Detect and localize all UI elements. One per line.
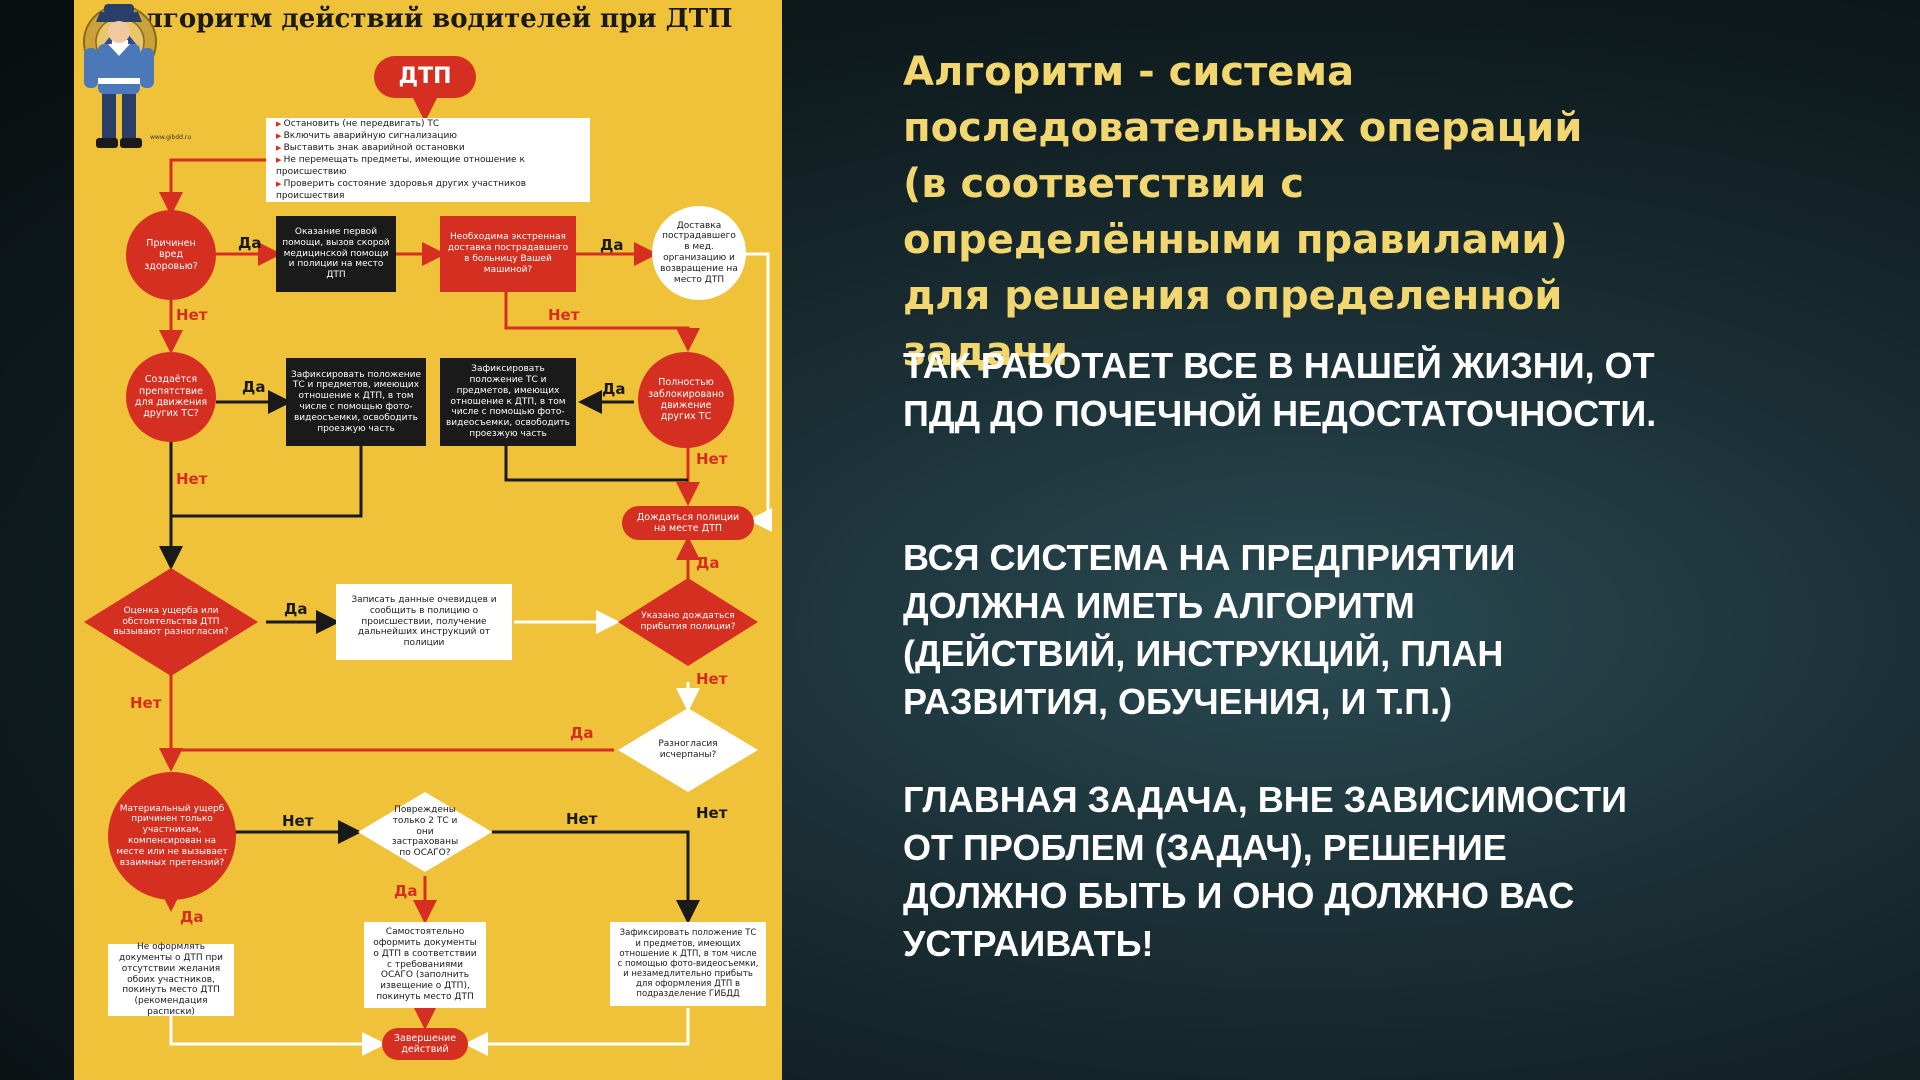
first-step-item: Остановить (не передвигать) ТС xyxy=(276,118,580,130)
yes-label: Да xyxy=(180,908,204,926)
first-step-item: Выставить знак аварийной остановки xyxy=(276,142,580,154)
question-obstacle: Создаётся препятствие для движения други… xyxy=(126,352,216,442)
flowchart-connectors xyxy=(84,98,772,1056)
yes-label: Да xyxy=(242,378,266,396)
emblem-site-label: www.gibdd.ru xyxy=(150,134,192,141)
first-step-item: Проверить состояние здоровья других учас… xyxy=(276,178,580,202)
yes-label: Да xyxy=(238,234,262,252)
urgent-delivery-box: Необходима экстренная доставка пострадав… xyxy=(440,216,576,292)
wait-police-node: Дождаться полиции на месте ДТП xyxy=(622,506,754,540)
yes-label: Да xyxy=(394,882,418,900)
yes-label: Да xyxy=(284,600,308,618)
yes-label: Да xyxy=(570,724,594,742)
slide-text: Алгоритм - система последовательных опер… xyxy=(903,44,1903,964)
question-health: Причинен вред здоровью? xyxy=(126,210,216,300)
delivery-node: Доставка пострадавшего в мед. организаци… xyxy=(652,206,746,300)
first-step-item: Включить аварийную сигнализацию xyxy=(276,130,580,142)
diamond-two-cars xyxy=(358,792,492,872)
statement-life: ТАК РАБОТАЕТ ВСЕ В НАШЕЙ ЖИЗНИ, ОТ ПДД Д… xyxy=(903,345,1657,434)
statement-enterprise: ВСЯ СИСТЕМА НА ПРЕДПРИЯТИИ ДОЛЖНА ИМЕТЬ … xyxy=(903,537,1516,722)
yes-label: Да xyxy=(600,236,624,254)
diamond-instructed xyxy=(618,578,758,666)
no-label: Нет xyxy=(176,306,208,324)
statement-main-task: ГЛАВНАЯ ЗАДАЧА, ВНЕ ЗАВИСИМОСТИ ОТ ПРОБЛ… xyxy=(903,779,1627,964)
first-step-item: Не перемещать предметы, имеющие отношени… xyxy=(276,154,580,178)
question-resolved: Разногласия исчерпаны? xyxy=(658,739,718,760)
question-blocked: Полностью заблокировано движение других … xyxy=(638,352,734,448)
traffic-officer-icon xyxy=(84,4,154,148)
algorithm-poster: Алгоритм действий водителей при ДТП www.… xyxy=(74,0,782,1080)
fix-position-middle-box: Зафиксировать положение ТС и предметов, … xyxy=(440,358,576,446)
fix-gibdd-box: Зафиксировать положение ТС и предметов, … xyxy=(610,922,766,1006)
yes-label: Да xyxy=(602,380,626,398)
algorithm-definition: Алгоритм - система последовательных опер… xyxy=(903,49,1583,375)
yes-label: Да xyxy=(696,554,720,572)
first-steps-box: Остановить (не передвигать) ТС Включить … xyxy=(266,118,590,202)
finish-node: Завершение действий xyxy=(382,1028,468,1060)
no-label: Нет xyxy=(566,810,598,828)
self-documents-box: Самостоятельно оформить документы о ДТП … xyxy=(364,922,486,1008)
no-label: Нет xyxy=(548,306,580,324)
diamond-disagree xyxy=(84,568,258,676)
start-node: ДТП xyxy=(374,56,476,98)
diamond-resolved xyxy=(618,708,758,792)
no-documents-box: Не оформлять документы о ДТП при отсутст… xyxy=(108,942,234,1017)
no-label: Нет xyxy=(176,470,208,488)
question-disagreement: Оценка ущерба или обстоятельства ДТП выз… xyxy=(113,605,229,638)
first-aid-box: Оказание первой помощи, вызов скорой мед… xyxy=(276,216,396,292)
no-label: Нет xyxy=(696,804,728,822)
no-label: Нет xyxy=(696,670,728,688)
question-instructed: Указано дождаться прибытия полиции? xyxy=(640,611,736,632)
record-witness-box: Записать данные очевидцев и сообщить в п… xyxy=(336,584,512,660)
question-material-damage: Материальный ущерб причинен только участ… xyxy=(108,772,236,900)
no-label: Нет xyxy=(130,694,162,712)
question-two-cars: Повреждены только 2 ТС и они застрахован… xyxy=(391,805,459,859)
poster-title: Алгоритм действий водителей при ДТП xyxy=(123,4,733,34)
no-label: Нет xyxy=(696,450,728,468)
fix-position-left-box: Зафиксировать положение ТС и предметов, … xyxy=(286,358,426,446)
no-label: Нет xyxy=(282,812,314,830)
